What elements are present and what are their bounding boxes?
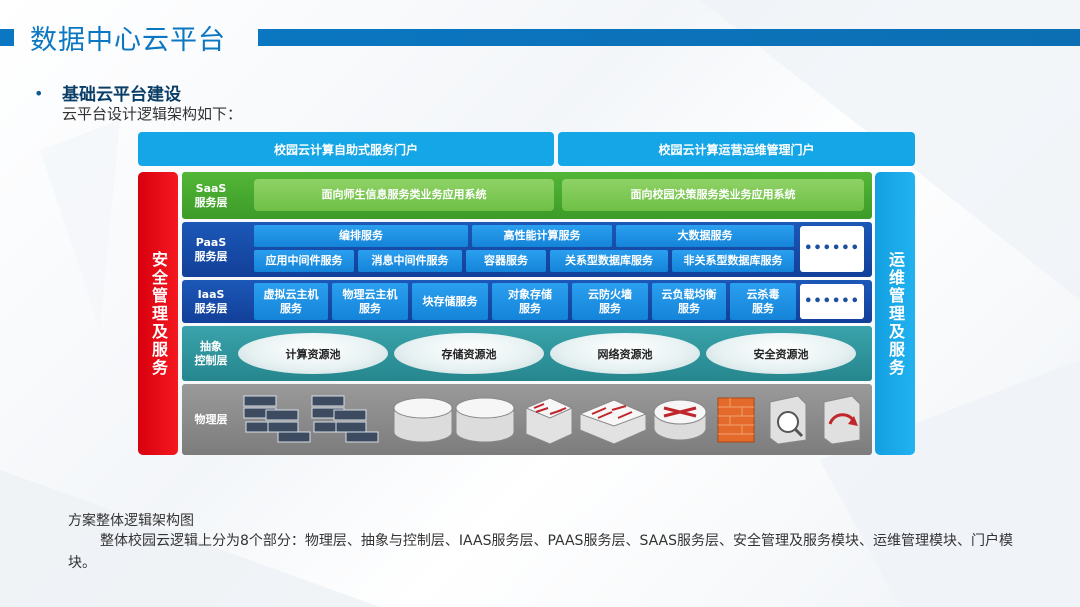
paas-orchestration: 编排服务 <box>254 225 468 247</box>
iaas-layer: IaaS 服务层 虚拟云主机 服务 物理云主机 服务 块存储服务 对象存储 服务… <box>182 280 872 323</box>
iaas-more: •••••• <box>800 284 864 319</box>
paas-bigdata: 大数据服务 <box>616 225 794 247</box>
abstraction-layer: 抽象 控制层 计算资源池 存储资源池 网络资源池 安全资源池 <box>182 326 872 381</box>
header-accent-right <box>258 29 1080 46</box>
saas-item-teacher-student: 面向师生信息服务类业务应用系统 <box>254 179 554 211</box>
antivirus-icon <box>823 395 861 445</box>
abstraction-layer-label: 抽象 控制层 <box>194 339 228 367</box>
iaas-block-storage: 块存储服务 <box>412 283 488 320</box>
iaas-bare-metal: 物理云主机 服务 <box>332 283 408 320</box>
security-module-label: 安全管理及服务 <box>149 250 168 377</box>
storage-disk-icon <box>455 397 515 443</box>
saas-layer: SaaS 服务层 面向师生信息服务类业务应用系统 面向校园决策服务类业务应用系统 <box>182 172 872 219</box>
iaas-object-storage: 对象存储 服务 <box>492 283 568 320</box>
switch-icon <box>578 399 648 445</box>
paas-hpc: 高性能计算服务 <box>472 225 612 247</box>
saas-item-decision: 面向校园决策服务类业务应用系统 <box>562 179 864 211</box>
security-management-module: 安全管理及服务 <box>138 172 178 455</box>
diagram-description: 整体校园云逻辑上分为8个部分：物理层、抽象与控制层、IAAS服务层、PAAS服务… <box>68 530 1028 574</box>
server-rack-icon <box>311 395 379 443</box>
switch-icon <box>524 397 574 445</box>
security-pool: 安全资源池 <box>706 333 856 374</box>
portal-self-service: 校园云计算自助式服务门户 <box>138 132 554 166</box>
paas-msg-middleware: 消息中间件服务 <box>358 250 462 272</box>
iaas-load-balancer: 云负载均衡 服务 <box>652 283 726 320</box>
operations-management-module: 运维管理及服务 <box>875 172 915 455</box>
compute-pool: 计算资源池 <box>238 333 388 374</box>
storage-pool: 存储资源池 <box>394 333 544 374</box>
paas-layer-label: PaaS 服务层 <box>194 235 228 263</box>
paas-rdb: 关系型数据库服务 <box>550 250 668 272</box>
description-text: 整体校园云逻辑上分为8个部分：物理层、抽象与控制层、IAAS服务层、PAAS服务… <box>68 533 1014 571</box>
server-rack-icon <box>243 395 311 443</box>
router-icon <box>653 399 707 441</box>
bullet-icon: • <box>34 84 44 103</box>
iaas-antivirus: 云杀毒 服务 <box>730 283 796 320</box>
network-pool: 网络资源池 <box>550 333 700 374</box>
storage-disk-icon <box>393 397 453 443</box>
page-title: 数据中心云平台 <box>30 25 226 56</box>
diagram-caption: 方案整体逻辑架构图 <box>68 513 194 529</box>
scanner-icon <box>769 395 807 445</box>
iaas-firewall: 云防火墙 服务 <box>572 283 648 320</box>
paas-nosql: 非关系型数据库服务 <box>672 250 794 272</box>
physical-layer: 物理层 <box>182 384 872 455</box>
section-description: 云平台设计逻辑架构如下： <box>62 105 243 123</box>
section-title: 基础云平台建设 <box>62 85 181 105</box>
paas-layer: PaaS 服务层 编排服务 高性能计算服务 大数据服务 应用中间件服务 消息中间… <box>182 222 872 277</box>
paas-app-middleware: 应用中间件服务 <box>254 250 354 272</box>
iaas-vm: 虚拟云主机 服务 <box>254 283 328 320</box>
paas-more: •••••• <box>800 226 864 272</box>
operations-module-label: 运维管理及服务 <box>886 250 905 377</box>
iaas-layer-label: IaaS 服务层 <box>194 287 228 315</box>
saas-layer-label: SaaS 服务层 <box>194 181 228 209</box>
header-accent-left <box>0 29 14 46</box>
physical-layer-label: 物理层 <box>194 412 228 426</box>
paas-container: 容器服务 <box>466 250 546 272</box>
portal-operations: 校园云计算运营运维管理门户 <box>558 132 915 166</box>
firewall-icon <box>717 397 755 443</box>
